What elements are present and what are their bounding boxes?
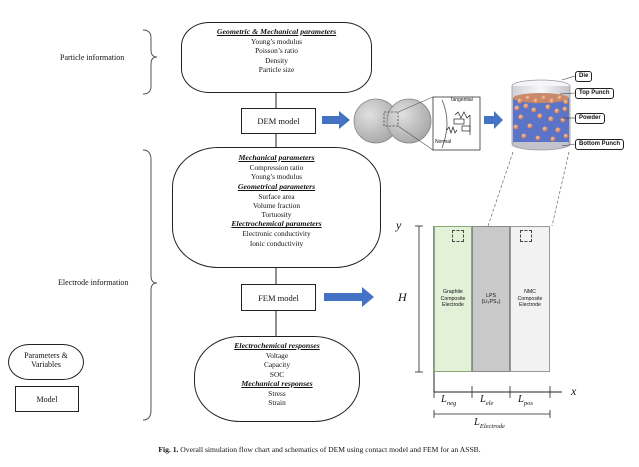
- legend-terminator-shape: Parameters & Variables: [8, 344, 84, 380]
- normal-label: Normal: [435, 139, 452, 145]
- x-axis-label: x: [571, 384, 577, 398]
- electrochemical-parameters-header: Electrochemical parameters: [231, 219, 322, 229]
- figure-caption: Fig. 1. Overall simulation flow chart an…: [0, 445, 639, 454]
- bottom-punch-tag: Bottom Punch: [575, 139, 624, 150]
- die-tag: Die: [575, 71, 593, 82]
- geometrical-parameters-header: Geometrical parameters: [237, 181, 316, 191]
- arrow-inset-to-die: [484, 111, 503, 129]
- y-axis-label: y: [396, 218, 402, 232]
- param-item: Compression ratio: [249, 163, 304, 172]
- spring-normal: [446, 125, 458, 135]
- arrow-dem-to-particles: [322, 111, 350, 129]
- param-item: Surface area: [258, 191, 295, 201]
- electrode-information-label: Electrode information: [58, 278, 129, 287]
- brace-particle: [142, 29, 158, 95]
- param-item: Young’s modulus: [251, 172, 302, 182]
- l-pos-label: Lpos: [518, 394, 533, 408]
- powder-particles: [513, 95, 569, 142]
- caption-text: Overall simulation flow chart and schema…: [178, 445, 481, 454]
- dem-model-label: DEM model: [257, 116, 300, 126]
- legend-terminator-label-1: Parameters &: [24, 351, 68, 360]
- electrochemical-responses-header: Electrochemical responses: [234, 341, 320, 350]
- response-item: SOC: [269, 369, 285, 379]
- param-item: Electronic conductivity: [242, 229, 311, 239]
- response-item: Stress: [268, 388, 286, 398]
- contact-zoom-square: [383, 111, 399, 127]
- fem-model-label: FEM model: [258, 292, 299, 303]
- param-item: Young’s modulus: [251, 37, 302, 46]
- spring-tangential: [454, 111, 471, 119]
- top-punch-tag: Top Punch: [575, 88, 614, 99]
- brace-electrode: [142, 149, 158, 421]
- caption-label: Fig. 1.: [158, 445, 179, 454]
- responses-box: Electrochemical responses Voltage Capaci…: [194, 336, 360, 422]
- response-item: Capacity: [264, 360, 290, 370]
- mechanical-parameters-header: Mechanical parameters: [238, 153, 315, 162]
- response-item: Voltage: [265, 351, 289, 360]
- nmc-electrode-region: NMC Composite Electrode: [510, 226, 550, 372]
- l-total-label: LElectrode: [474, 417, 505, 431]
- projection-right: [551, 151, 570, 227]
- response-item: Strain: [268, 398, 286, 408]
- fem-model-box: FEM model: [241, 284, 316, 311]
- particle-information-label: Particle information: [60, 53, 125, 62]
- graphite-label-1: Graphite: [443, 289, 463, 296]
- nmc-label-1: NMC: [524, 289, 536, 296]
- graphite-electrode-region: Graphite Composite Electrode: [434, 226, 472, 372]
- param-item: Poisson’s ratio: [255, 46, 298, 56]
- height-label: H: [398, 290, 407, 304]
- param-item: Tortuosity: [261, 210, 292, 220]
- zoom-line-bottom: [397, 125, 434, 151]
- lps-label-2: (Li₃PS₄): [481, 299, 501, 305]
- nmc-sample-square: [520, 230, 532, 242]
- contact-model-inset: [432, 96, 481, 151]
- geometric-mechanical-box: Geometric & Mechanical parameters Young’…: [181, 22, 372, 93]
- powder-tag: Powder: [575, 113, 605, 124]
- powder-bed: [513, 93, 569, 142]
- lps-label-1: LPS: [486, 292, 496, 299]
- projection-left: [487, 151, 514, 227]
- param-item: Volume fraction: [252, 200, 301, 210]
- l-ele-label: Lele: [480, 394, 494, 408]
- nmc-label-2: Composite: [517, 295, 543, 302]
- zoom-line-top: [397, 96, 434, 113]
- geometric-mechanical-header: Geometric & Mechanical parameters: [216, 27, 337, 36]
- nmc-label-3: Electrode: [519, 302, 541, 309]
- legend-process-shape: Model: [15, 386, 79, 412]
- arrow-fem-to-electrode: [324, 287, 374, 307]
- param-item: Ionic conductivity: [249, 238, 304, 248]
- dem-model-box: DEM model: [241, 108, 316, 134]
- particle-right: [386, 98, 432, 144]
- contact-model-curve: [441, 99, 448, 149]
- dashpot-tangential: [453, 118, 465, 125]
- graphite-label-3: Electrode: [442, 302, 464, 309]
- legend-terminator-label-2: Variables: [31, 360, 61, 369]
- param-item: Particle size: [258, 64, 295, 74]
- legend-process-label: Model: [36, 394, 58, 404]
- electrode-parameters-box: Mechanical parameters Compression ratio …: [172, 147, 381, 268]
- l-neg-label: Lneg: [441, 394, 457, 408]
- graphite-label-2: Composite: [440, 295, 466, 302]
- lps-electrolyte-region: LPS (Li₃PS₄): [472, 226, 510, 372]
- param-item: Density: [265, 55, 288, 65]
- tangential-label: Tangential: [450, 97, 473, 103]
- graphite-sample-square: [452, 230, 464, 242]
- mechanical-responses-header: Mechanical responses: [241, 378, 313, 388]
